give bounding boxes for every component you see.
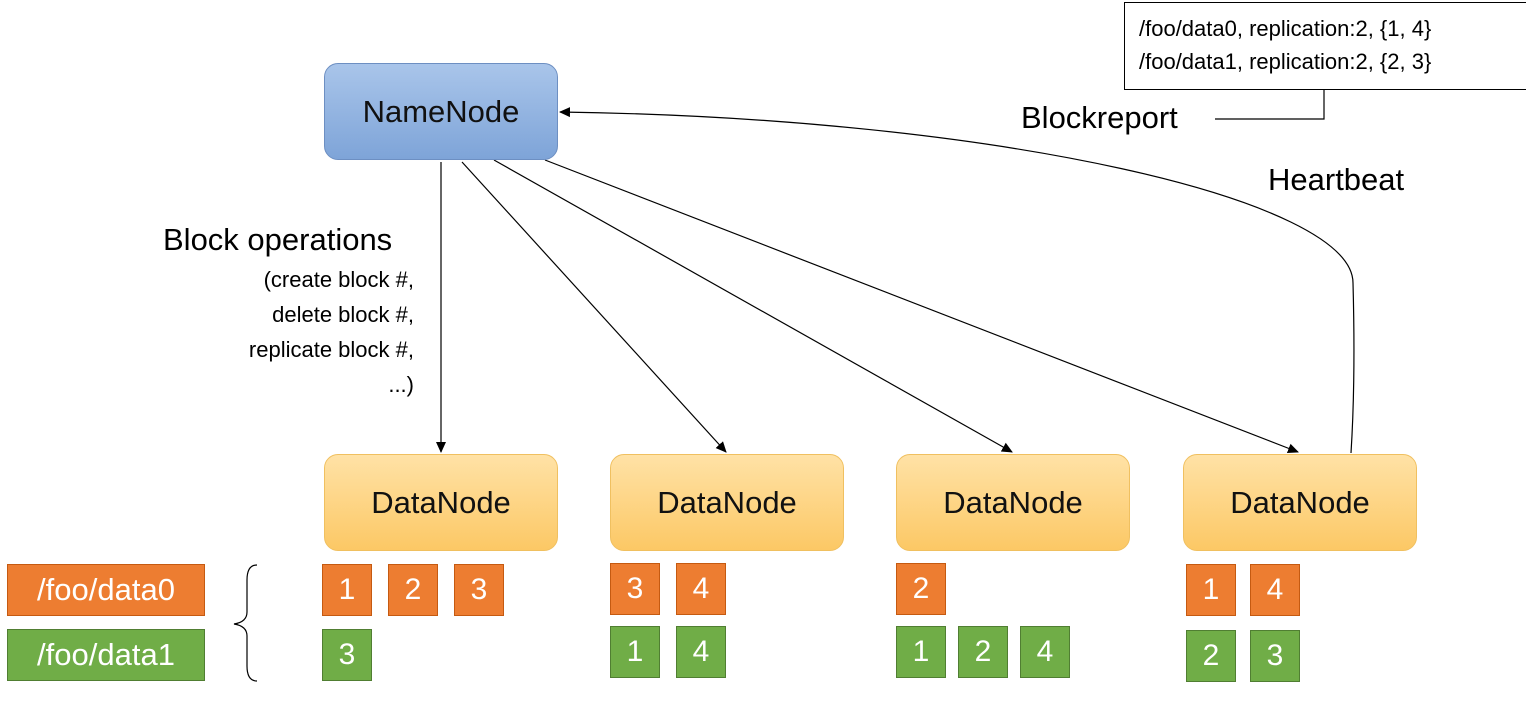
file-data1-legend: /foo/data1 (7, 629, 205, 681)
heartbeat-label: Heartbeat (1268, 162, 1405, 197)
block-data0: 4 (676, 563, 726, 615)
block-operations-title: Block operations (163, 222, 393, 257)
namenode-box: NameNode (324, 63, 558, 160)
block-data1: 1 (610, 626, 660, 678)
block-data1: 1 (896, 626, 946, 678)
datanode-label: DataNode (1230, 484, 1370, 520)
block-op-arrow-3 (493, 159, 1013, 453)
block-data0: 1 (322, 564, 372, 616)
datanode-box-1: DataNode (324, 454, 558, 551)
datanode-label: DataNode (657, 484, 797, 520)
block-data0: 1 (1186, 564, 1236, 616)
blockreport-label: Blockreport (1021, 100, 1178, 135)
block-operations-line: delete block #, (272, 302, 414, 327)
block-data1: 2 (1186, 630, 1236, 682)
datanode-label: DataNode (371, 484, 511, 520)
blockreport-entry: /foo/data1, replication:2, {2, 3} (1139, 49, 1432, 74)
block-operations-line: ...) (388, 372, 414, 397)
blockreport-entry: /foo/data0, replication:2, {1, 4} (1139, 16, 1432, 41)
block-op-arrow-2 (461, 161, 727, 453)
block-operations-line: replicate block #, (248, 337, 414, 362)
block-data0: 2 (896, 563, 946, 615)
datanode-label: DataNode (943, 484, 1083, 520)
block-operations-line: (create block #, (263, 267, 414, 292)
blockreport-connector (1215, 90, 1325, 120)
block-data0: 3 (454, 564, 504, 616)
block-op-arrow-4 (544, 159, 1299, 454)
block-data1: 3 (322, 629, 372, 681)
block-data1: 3 (1250, 630, 1300, 682)
block-data1: 2 (958, 626, 1008, 678)
datanode-box-2: DataNode (610, 454, 844, 551)
heartbeat-arrow (559, 107, 1355, 454)
block-data1: 4 (676, 626, 726, 678)
namenode-label: NameNode (362, 93, 520, 129)
datanode-box-4: DataNode (1183, 454, 1417, 551)
block-data0: 2 (388, 564, 438, 616)
block-data0: 4 (1250, 564, 1300, 616)
block-data1: 4 (1020, 626, 1070, 678)
file-data0-legend: /foo/data0 (7, 564, 205, 616)
block-data0: 3 (610, 563, 660, 615)
datanode-box-3: DataNode (896, 454, 1130, 551)
file-brace (233, 564, 258, 682)
blockreport-box: /foo/data0, replication:2, {1, 4} /foo/d… (1124, 2, 1526, 90)
